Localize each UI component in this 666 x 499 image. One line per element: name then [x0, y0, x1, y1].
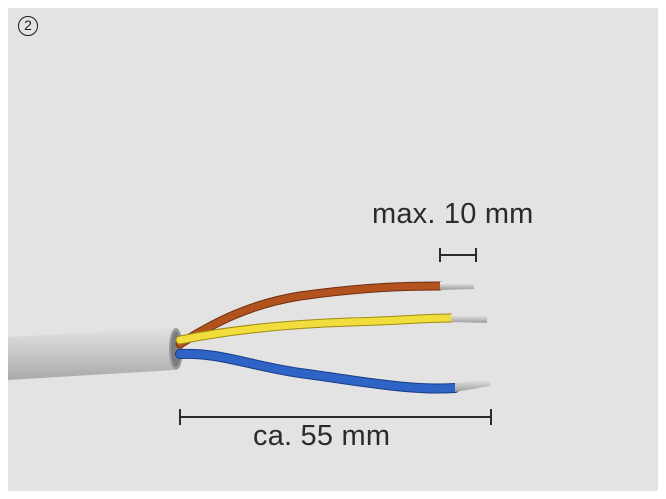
diagram-panel: 2 [8, 8, 658, 491]
yellow-conductor-tip [451, 314, 487, 323]
blue-wire [175, 348, 490, 394]
strip-length-dimension [439, 248, 477, 262]
sheath-removal-dimension [179, 409, 492, 425]
brown-wire [175, 281, 474, 349]
brown-conductor-tip [440, 282, 474, 290]
cable-sheath [8, 328, 183, 380]
strip-length-label: max. 10 mm [372, 198, 534, 230]
sheath-removal-label: ca. 55 mm [253, 420, 391, 452]
step-number-badge: 2 [18, 16, 38, 36]
blue-conductor-tip [455, 378, 490, 392]
yellow-wire [175, 313, 487, 345]
